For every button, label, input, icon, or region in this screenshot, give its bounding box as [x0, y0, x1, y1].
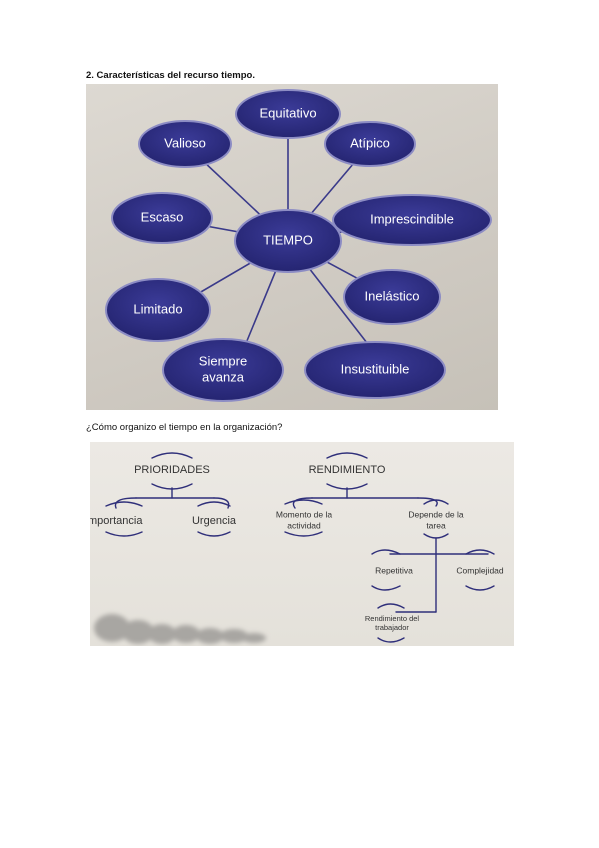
node-atipico: Atípico	[324, 121, 416, 167]
svg-text:TIEMPO: TIEMPO	[263, 232, 313, 247]
svg-text:Limitado: Limitado	[133, 301, 182, 316]
svg-text:Valioso: Valioso	[164, 135, 206, 150]
svg-text:Atípico: Atípico	[350, 135, 390, 150]
concept-map-svg: Equitativo Valioso Atípico Escaso Impres…	[105, 89, 492, 402]
svg-text:avanza: avanza	[202, 369, 245, 384]
label-momento-2: actividad	[287, 520, 321, 530]
node-escaso: Escaso	[111, 192, 213, 244]
node-imprescindible: Imprescindible	[332, 194, 492, 246]
diagram-labels: PRIORIDADES importancia Urgencia RENDIMI…	[90, 464, 504, 632]
node-valioso: Valioso	[138, 120, 232, 168]
label-rendimiento-trabajador-2: trabajador	[375, 623, 409, 632]
node-equitativo: Equitativo	[235, 89, 341, 139]
organization-diagram-svg: PRIORIDADES importancia Urgencia RENDIMI…	[90, 452, 504, 644]
time-organization-diagram: PRIORIDADES importancia Urgencia RENDIMI…	[90, 442, 514, 646]
node-tiempo: TIEMPO	[234, 209, 342, 273]
label-depende-1: Depende de la	[408, 509, 464, 519]
blurred-smudge	[94, 614, 266, 644]
label-repetitiva: Repetitiva	[375, 565, 413, 575]
label-rendimiento: RENDIMIENTO	[309, 464, 386, 476]
label-depende-2: tarea	[426, 520, 446, 530]
svg-text:Imprescindible: Imprescindible	[370, 211, 454, 226]
node-insustituible: Insustituible	[304, 341, 446, 399]
label-momento-1: Momento de la	[276, 509, 332, 519]
svg-text:Inelástico: Inelástico	[365, 288, 420, 303]
section-question: ¿Cómo organizo el tiempo en la organizac…	[86, 422, 283, 433]
node-limitado: Limitado	[105, 278, 211, 342]
svg-text:Escaso: Escaso	[141, 209, 184, 224]
node-inelastico: Inelástico	[343, 269, 441, 325]
label-complejidad: Complejidad	[456, 565, 504, 575]
svg-text:Insustituible: Insustituible	[341, 361, 410, 376]
svg-text:Equitativo: Equitativo	[259, 105, 316, 120]
label-prioridades: PRIORIDADES	[134, 464, 210, 476]
time-concept-map: Equitativo Valioso Atípico Escaso Impres…	[86, 84, 498, 410]
diagram-lines	[105, 452, 495, 643]
svg-text:Siempre: Siempre	[199, 353, 247, 368]
section-heading: 2. Características del recurso tiempo.	[86, 70, 255, 81]
node-siempre-avanza: Siempre avanza	[162, 338, 284, 402]
label-importancia: importancia	[90, 515, 143, 527]
label-urgencia: Urgencia	[192, 515, 237, 527]
label-rendimiento-trabajador-1: Rendimiento del	[365, 614, 420, 623]
